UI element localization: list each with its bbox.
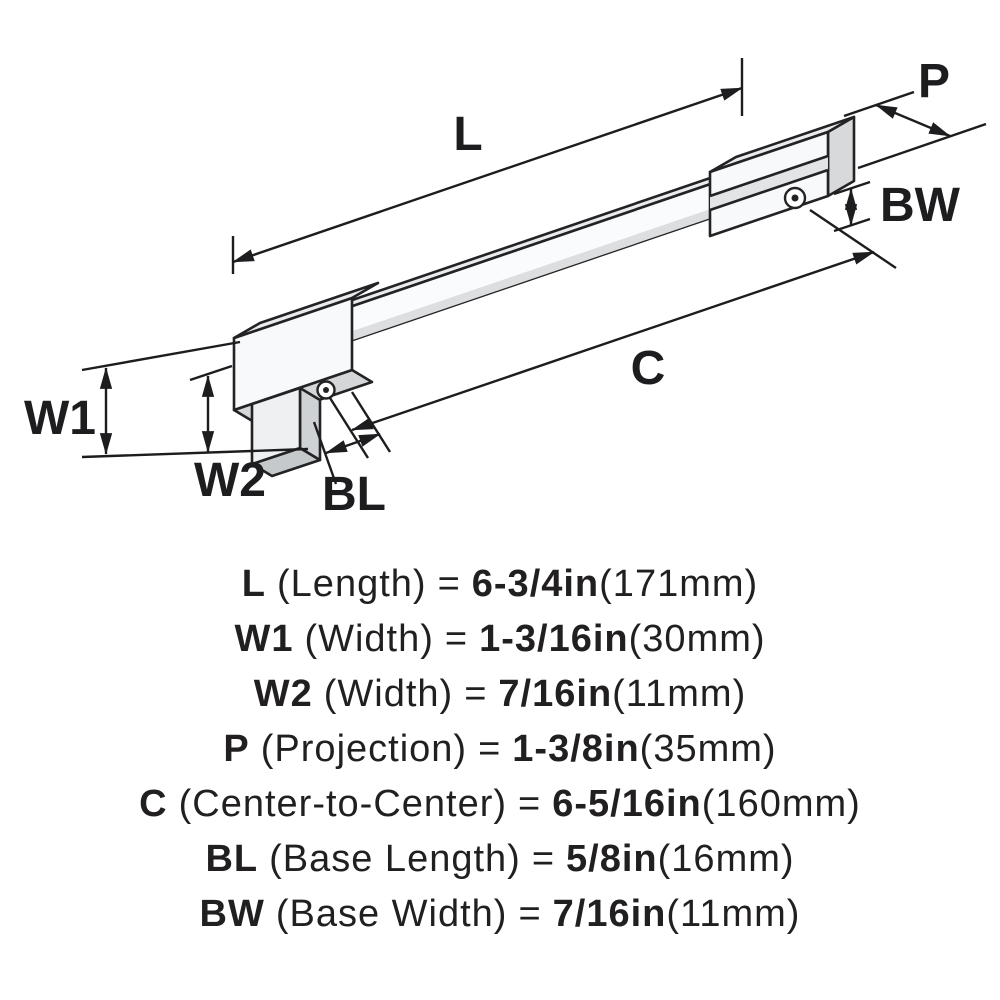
spec-metric: (30mm) (628, 618, 766, 660)
dim-label-W1: W1 (24, 392, 96, 445)
dim-label-L: L (453, 108, 482, 161)
spec-name: (Length) (277, 563, 427, 605)
dimension-BW: BW (833, 179, 961, 233)
handle-dimension-drawing: L P BW C (24, 55, 987, 521)
spec-abbr: W1 (234, 618, 294, 660)
dimension-W1: W1 (24, 340, 309, 459)
dimension-L: L (231, 58, 744, 274)
spec-abbr: P (223, 728, 250, 770)
spec-value: 6-5/16in (552, 783, 702, 825)
spec-equals: = (531, 838, 556, 880)
spec-equals: = (478, 728, 502, 770)
spec-row-projection: P (Projection) = 1-3/8in (35mm) (223, 722, 776, 777)
spec-name: (Center-to-Center) (178, 783, 508, 825)
spec-name: (Base Length) (269, 838, 521, 880)
spec-metric: (171mm) (599, 563, 759, 605)
spec-row-width1: W1 (Width) = 1-3/16in (30mm) (234, 612, 765, 667)
spec-abbr: BL (205, 838, 259, 880)
spec-row-base-width: BW (Base Width) = 7/16in (11mm) (200, 887, 801, 942)
spec-name: (Width) (323, 673, 454, 715)
spec-metric: (16mm) (657, 838, 795, 880)
spec-equals: = (518, 783, 542, 825)
dimension-diagram: L P BW C (24, 55, 987, 521)
dim-label-BW: BW (880, 179, 961, 232)
spec-value: 6-3/4in (471, 563, 600, 605)
spec-value: 1-3/16in (479, 618, 629, 660)
spec-abbr: C (139, 783, 168, 825)
dim-label-BL: BL (322, 468, 386, 521)
spec-metric: (35mm) (639, 728, 777, 770)
spec-row-length: L (Length) = 6-3/4in (171mm) (242, 557, 758, 612)
dimension-W2: W2 (189, 364, 266, 507)
spec-name: (Base Width) (275, 893, 508, 935)
spec-name: (Projection) (260, 728, 468, 770)
spec-row-base-length: BL (Base Length) = 5/8in (16mm) (205, 832, 794, 887)
dimension-P: P (843, 55, 987, 170)
handle-bar (298, 157, 768, 360)
screw-hole-right (783, 186, 807, 210)
spec-list: L (Length) = 6-3/4in (171mm) W1 (Width) … (0, 545, 1000, 1000)
spec-metric: (11mm) (612, 673, 747, 715)
spec-metric: (11mm) (666, 893, 801, 935)
dim-label-C: C (631, 342, 666, 395)
left-post (232, 281, 380, 478)
dimension-BL: BL (312, 391, 392, 521)
spec-abbr: W2 (253, 673, 313, 715)
spec-equals: = (437, 563, 461, 605)
spec-row-center-to-center: C (Center-to-Center) = 6-5/16in (160mm) (139, 777, 861, 832)
spec-abbr: L (241, 563, 267, 605)
spec-value: 1-3/8in (512, 728, 640, 770)
spec-equals: = (464, 673, 488, 715)
spec-value: 7/16in (498, 673, 613, 715)
spec-name: (Width) (304, 618, 434, 660)
spec-value: 7/16in (552, 893, 667, 935)
screw-hole-left (316, 380, 336, 400)
right-post (708, 115, 856, 238)
spec-row-width2: W2 (Width) = 7/16in (11mm) (254, 667, 746, 722)
spec-value: 5/8in (566, 838, 658, 880)
spec-metric: (160mm) (701, 783, 861, 825)
dim-label-P: P (918, 55, 950, 108)
handle-drawing (232, 115, 856, 478)
spec-equals: = (518, 893, 542, 935)
dim-label-W2: W2 (194, 454, 266, 507)
spec-equals: = (444, 618, 469, 660)
spec-abbr: BW (199, 893, 265, 935)
